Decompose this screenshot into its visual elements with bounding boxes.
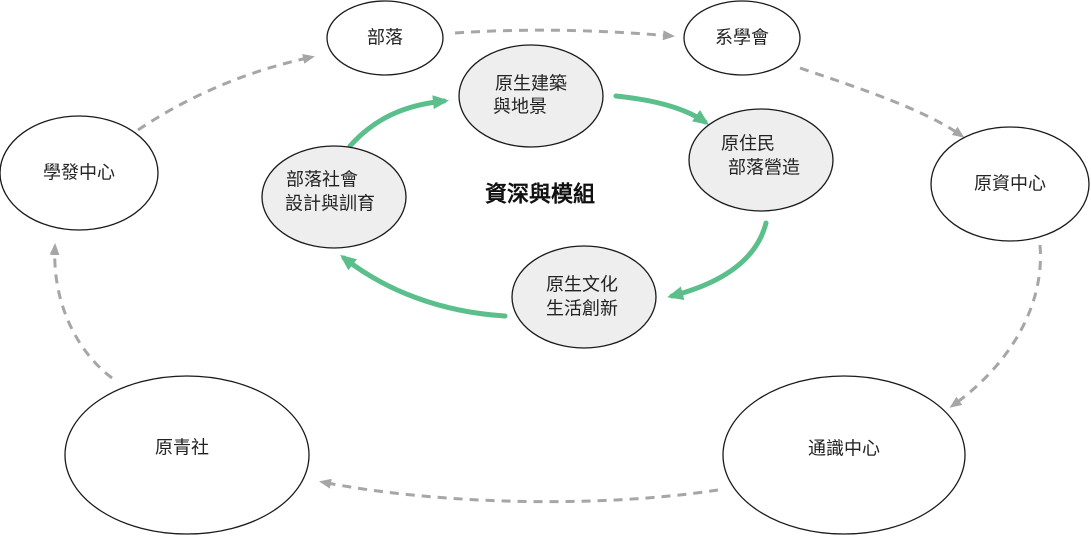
arrow-shehui-to-jianzhu	[347, 95, 449, 149]
node-shehui: 部落社會 設計與訓育	[261, 145, 407, 249]
node-shehui-line2: 設計與訓育	[285, 194, 375, 215]
arrow-xuefa-to-buluo	[137, 53, 315, 132]
arrow-yuanzi-to-tongshi	[949, 244, 1042, 408]
arrow-xixuehui-to-yuanzi	[799, 66, 965, 138]
node-yuanzi: 原資中心	[930, 126, 1090, 242]
arrow-buluo-to-xixuehui	[454, 28, 675, 41]
node-zhumin: 原住民 部落營造	[688, 108, 834, 212]
node-wenhua-line1: 原生文化	[546, 275, 618, 296]
node-tongshi: 通識中心	[722, 375, 966, 535]
node-zhumin-line2: 部落營造	[728, 158, 800, 179]
node-buluo-label: 部落	[367, 28, 403, 49]
node-shehui-line1: 部落社會	[286, 170, 358, 191]
node-yuanzi-label: 原資中心	[974, 174, 1046, 195]
node-jianzhu: 原生建築 與地景	[458, 44, 604, 148]
node-jianzhu-line1: 原生建築	[495, 74, 567, 95]
node-wenhua: 原生文化 生活創新	[511, 245, 657, 349]
node-tongshi-label: 通識中心	[808, 439, 880, 460]
node-yuanqing: 原青社	[64, 375, 310, 535]
node-xixuehui: 系學會	[683, 0, 801, 76]
node-yuanqing-label: 原青社	[155, 438, 209, 459]
node-jianzhu-line2: 與地景	[493, 97, 547, 118]
node-zhumin-line1: 原住民	[721, 134, 775, 155]
center-label: 資深與模組	[485, 182, 595, 208]
node-xuefa: 學發中心	[0, 115, 159, 231]
node-buluo: 部落	[326, 0, 444, 76]
arrow-jianzhu-to-zhumin	[613, 93, 710, 125]
arrow-zhumin-to-wenhua	[667, 220, 769, 300]
arrow-tongshi-to-yuanqing	[319, 478, 719, 504]
arrow-yuanqing-to-xuefa	[49, 243, 113, 380]
arrow-wenhua-to-shehui	[340, 254, 508, 319]
node-xuefa-label: 學發中心	[43, 163, 115, 184]
node-wenhua-line2: 生活創新	[546, 299, 618, 320]
node-xixuehui-label: 系學會	[715, 28, 769, 49]
